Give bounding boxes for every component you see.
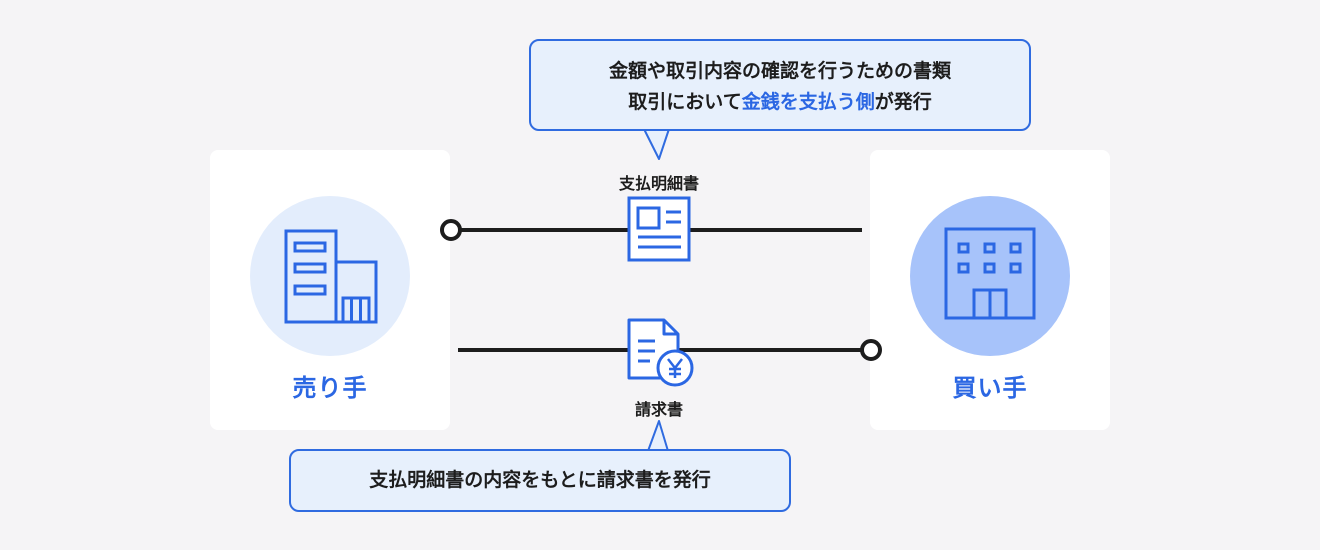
buyer-card: 買い手 xyxy=(870,150,1110,430)
seller-icon-circle xyxy=(250,196,410,356)
top-callout-line2-after: が発行 xyxy=(874,91,932,113)
invoice-label: 請求書 xyxy=(634,400,683,419)
invoice-yen-document-icon xyxy=(627,318,694,387)
top-callout: 金額や取引内容の確認を行うための書類 取引において金銭を支払う側が発行 xyxy=(529,39,1031,131)
statement-document-icon xyxy=(627,196,691,262)
top-callout-pointer xyxy=(643,128,670,160)
seller-card: 売り手 xyxy=(210,150,450,430)
buyer-terminal-dot xyxy=(860,339,882,361)
bottom-callout-pointer xyxy=(647,420,669,452)
bottom-callout-text: 支払明細書の内容をもとに請求書を発行 xyxy=(369,469,711,491)
top-callout-line2-before: 取引において xyxy=(628,91,742,113)
bottom-callout: 支払明細書の内容をもとに請求書を発行 xyxy=(289,449,791,512)
top-callout-line2: 取引において金銭を支払う側が発行 xyxy=(531,87,1029,118)
office-building-icon xyxy=(944,227,1036,320)
buyer-icon-circle xyxy=(910,196,1070,356)
seller-label: 売り手 xyxy=(292,374,368,402)
payment-statement-label: 支払明細書 xyxy=(618,174,699,193)
top-callout-line1: 金額や取引内容の確認を行うための書類 xyxy=(608,60,951,82)
seller-terminal-dot xyxy=(440,219,462,241)
store-building-icon xyxy=(284,229,378,324)
top-callout-highlight: 金銭を支払う側 xyxy=(741,91,875,113)
buyer-label: 買い手 xyxy=(952,374,1028,402)
